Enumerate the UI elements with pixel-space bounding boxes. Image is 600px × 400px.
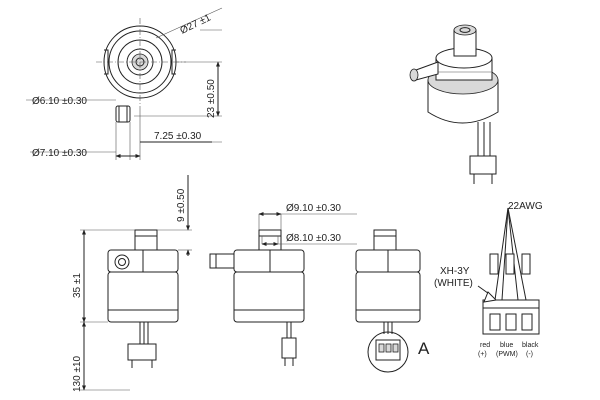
dim-center-to-outlet-horizontal: 7.25 ±0.30 <box>154 131 202 142</box>
dim-body-height: 35 ±1 <box>72 273 83 298</box>
isometric-view <box>409 24 499 184</box>
dim-outlet-diameter-bottom: Ø7.10 ±0.30 <box>32 148 87 159</box>
pin-function-positive: (+) <box>478 351 487 358</box>
front-view-left <box>80 175 192 391</box>
connector-type-line1: XH-3Y <box>440 266 470 277</box>
detail-marker: A <box>418 339 430 358</box>
dim-cable-length: 130 ±10 <box>72 355 83 392</box>
dim-inlet-diameter-outer: Ø9.10 ±0.30 <box>286 203 341 214</box>
dim-outer-diameter: Ø27 ±1 <box>178 12 213 36</box>
dim-center-to-outlet-vertical: 23 ±0.50 <box>206 79 217 118</box>
top-view <box>26 7 223 160</box>
pin-function-negative: (-) <box>526 351 533 358</box>
dim-outlet-diameter-top: Ø6.10 ±0.30 <box>32 96 87 107</box>
front-view-right <box>355 229 421 373</box>
wire-gauge-label: 22AWG <box>508 201 543 212</box>
pin-color-black: black <box>522 342 539 349</box>
pin-color-blue: blue <box>500 342 513 349</box>
dim-inlet-diameter-inner: Ø8.10 ±0.30 <box>286 233 341 244</box>
pin-color-red: red <box>480 342 490 349</box>
connector-type-line2: (WHITE) <box>434 278 473 289</box>
front-view-middle <box>209 212 357 366</box>
connector-detail <box>477 207 540 335</box>
pin-function-pwm: (PWM) <box>496 351 518 358</box>
dim-inlet-height: 9 ±0.50 <box>176 188 187 222</box>
